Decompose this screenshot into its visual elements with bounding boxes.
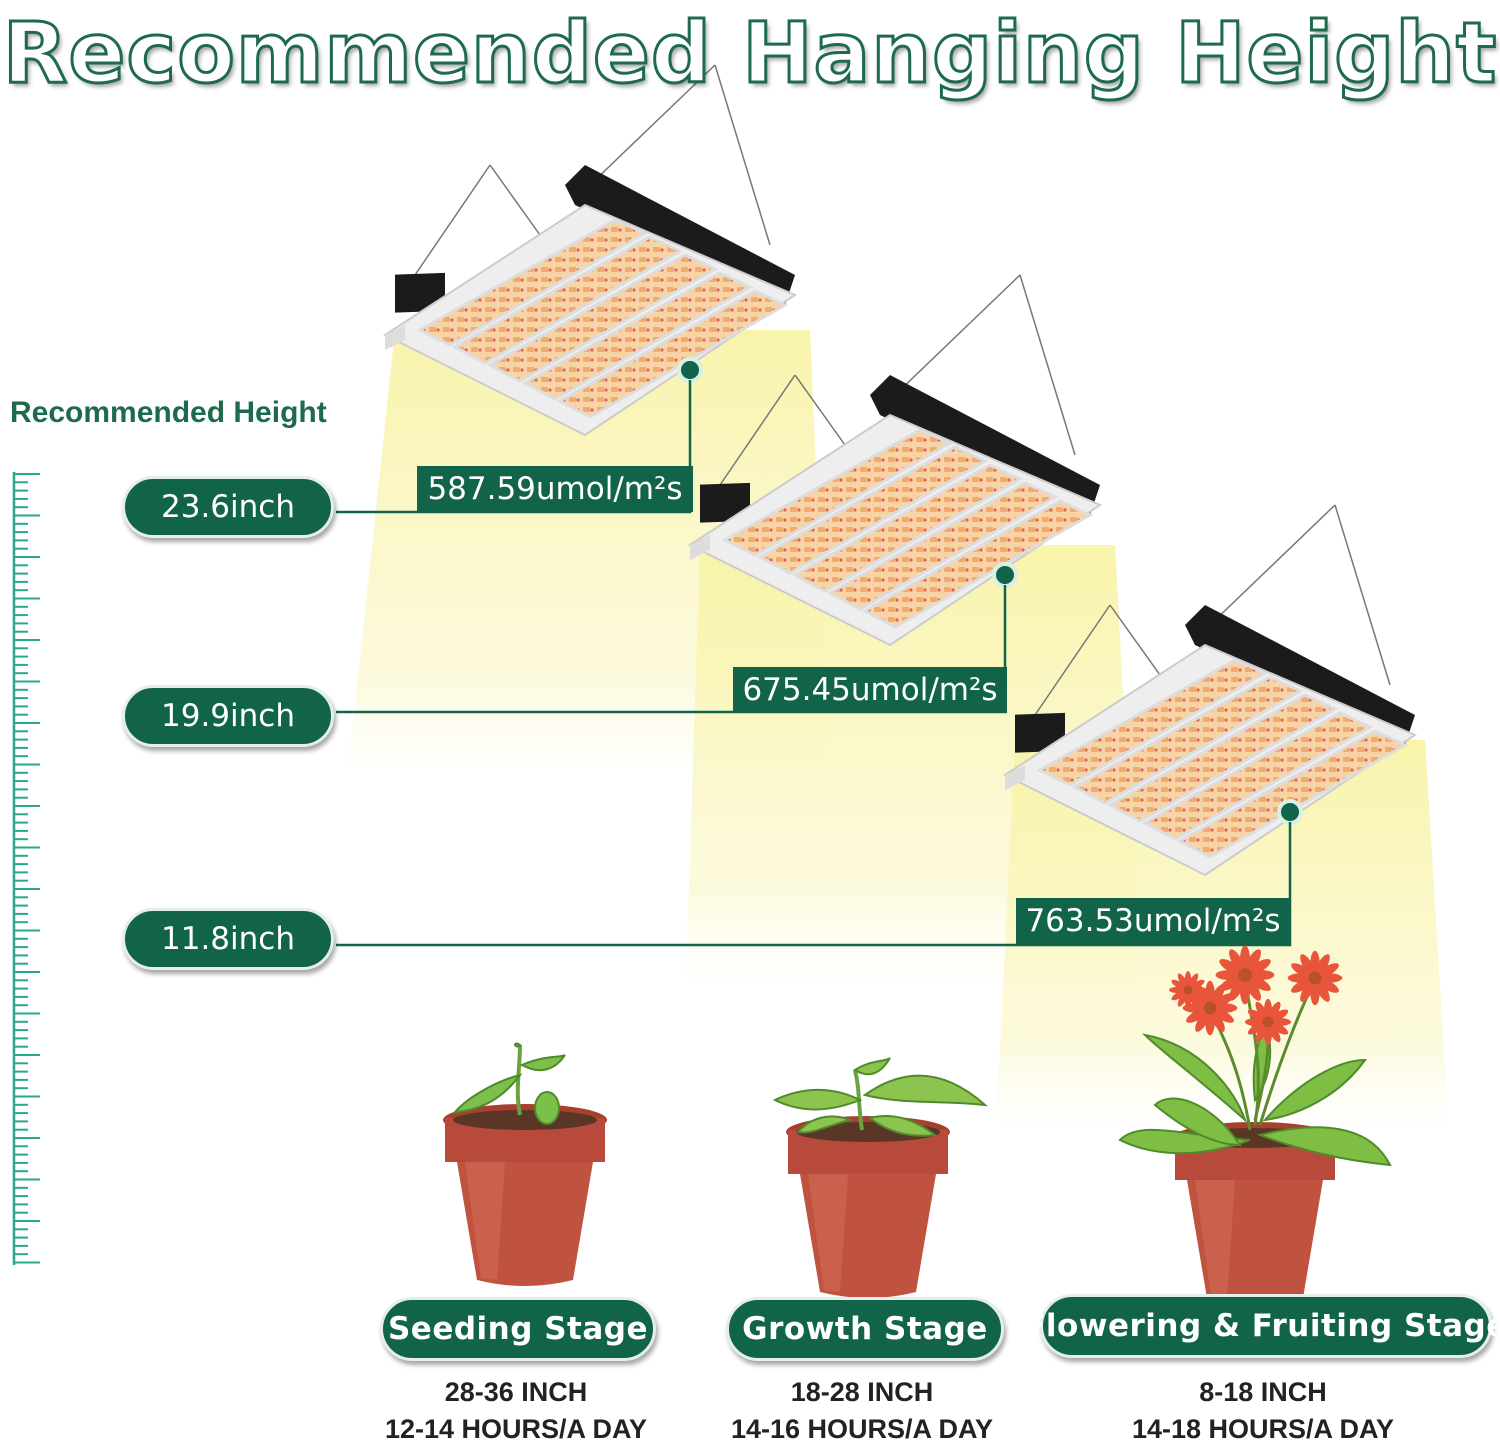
- height-pill-3: 11.8inch: [122, 908, 334, 970]
- stage-distance: 8-18 INCH: [1199, 1377, 1327, 1407]
- stage-hours: 14-18 HOURS/A DAY: [1131, 1414, 1395, 1444]
- ppfd-label-1: 587.59umol/m²s: [417, 466, 693, 512]
- stage-info-seeding: 28-36 INCH 12-14 HOURS/A DAY: [366, 1374, 666, 1448]
- stage-distance: 28-36 INCH: [444, 1377, 588, 1407]
- stage-distance: 18-28 INCH: [790, 1377, 934, 1407]
- ppfd-label-3: 763.53umol/m²s: [1016, 898, 1290, 944]
- stage-info-flowering: 8-18 INCH 14-18 HOURS/A DAY: [1113, 1374, 1413, 1448]
- height-pill-2: 19.9inch: [122, 685, 334, 747]
- ppfd-label-2: 675.45umol/m²s: [733, 667, 1007, 713]
- stage-hours: 12-14 HOURS/A DAY: [384, 1414, 648, 1444]
- stage-info-growth: 18-28 INCH 14-16 HOURS/A DAY: [712, 1374, 1012, 1448]
- stage-pill-seeding: Seeding Stage: [380, 1297, 656, 1361]
- height-pill-1: 23.6inch: [122, 476, 334, 538]
- height-heading: Recommended Height: [10, 396, 327, 429]
- stage-pill-flowering: Flowering & Fruiting Stage: [1024, 1294, 1500, 1358]
- stage-pill-growth: Growth Stage: [726, 1297, 1004, 1361]
- stage-hours: 14-16 HOURS/A DAY: [730, 1414, 994, 1444]
- page-title: Recommended Hanging Height: [1, 3, 1498, 104]
